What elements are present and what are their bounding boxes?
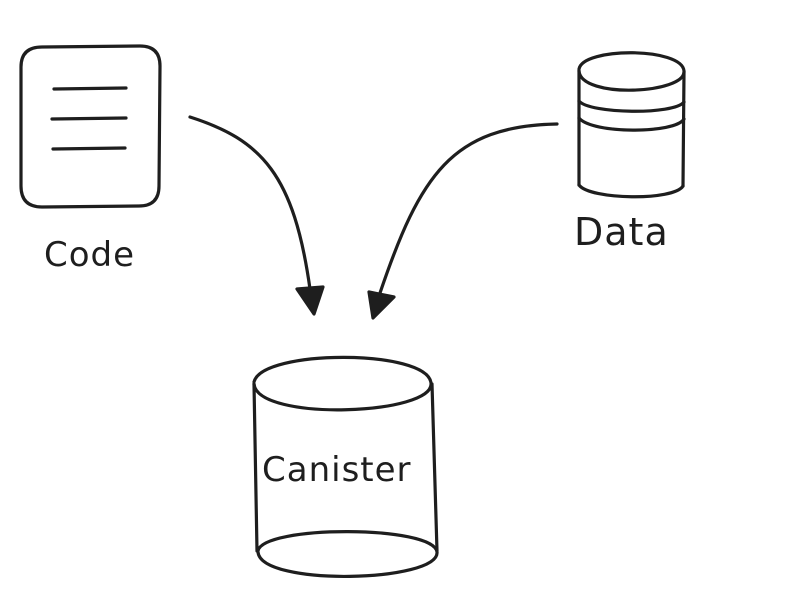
arrow-data-to-canister — [367, 122, 559, 320]
document-icon — [19, 44, 162, 209]
arrow-code-to-canister — [188, 115, 325, 316]
data-label: Data — [574, 210, 669, 254]
code-label: Code — [44, 235, 136, 275]
canister-cylinder — [252, 355, 439, 578]
database-icon — [577, 51, 686, 199]
canister-label: Canister — [262, 450, 412, 490]
